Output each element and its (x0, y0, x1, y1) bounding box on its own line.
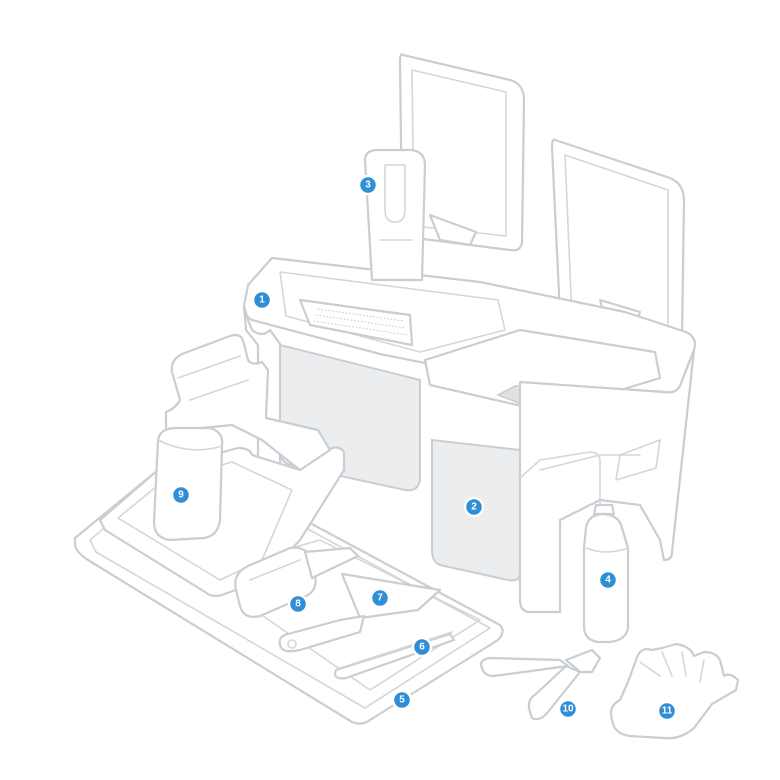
lid-left (398, 53, 526, 252)
svg-text:5: 5 (399, 695, 405, 706)
flush-cutters (479, 648, 602, 721)
callout-9: 9 (170, 484, 192, 506)
svg-text:3: 3 (365, 180, 371, 191)
svg-text:4: 4 (605, 575, 611, 586)
callout-6: 6 (411, 636, 433, 658)
station-right-leg (518, 348, 696, 614)
wash-station (242, 53, 697, 614)
scraper (340, 572, 442, 620)
scraper-handle-2 (278, 614, 366, 653)
callout-11: 11 (656, 700, 678, 722)
print-removal-tool (152, 426, 224, 542)
callout-10: 10 (557, 698, 579, 720)
svg-text:9: 9 (178, 490, 184, 501)
callout-8: 8 (287, 593, 309, 615)
rinse-stand (363, 148, 427, 282)
gloves (609, 642, 740, 740)
callout-3: 3 (357, 174, 379, 196)
svg-text:6: 6 (419, 642, 425, 653)
svg-text:7: 7 (377, 593, 383, 604)
svg-text:11: 11 (662, 706, 673, 717)
callout-4: 4 (597, 569, 619, 591)
basket-mesh (313, 302, 409, 336)
callout-2: 2 (463, 496, 485, 518)
svg-text:8: 8 (295, 599, 301, 610)
svg-text:10: 10 (562, 704, 574, 715)
svg-text:2: 2 (471, 502, 477, 513)
callout-1: 1 (251, 289, 273, 311)
callout-5: 5 (391, 689, 413, 711)
svg-text:1: 1 (259, 295, 265, 306)
removal-jig (98, 333, 346, 598)
callout-7: 7 (369, 587, 391, 609)
basket (298, 298, 414, 347)
